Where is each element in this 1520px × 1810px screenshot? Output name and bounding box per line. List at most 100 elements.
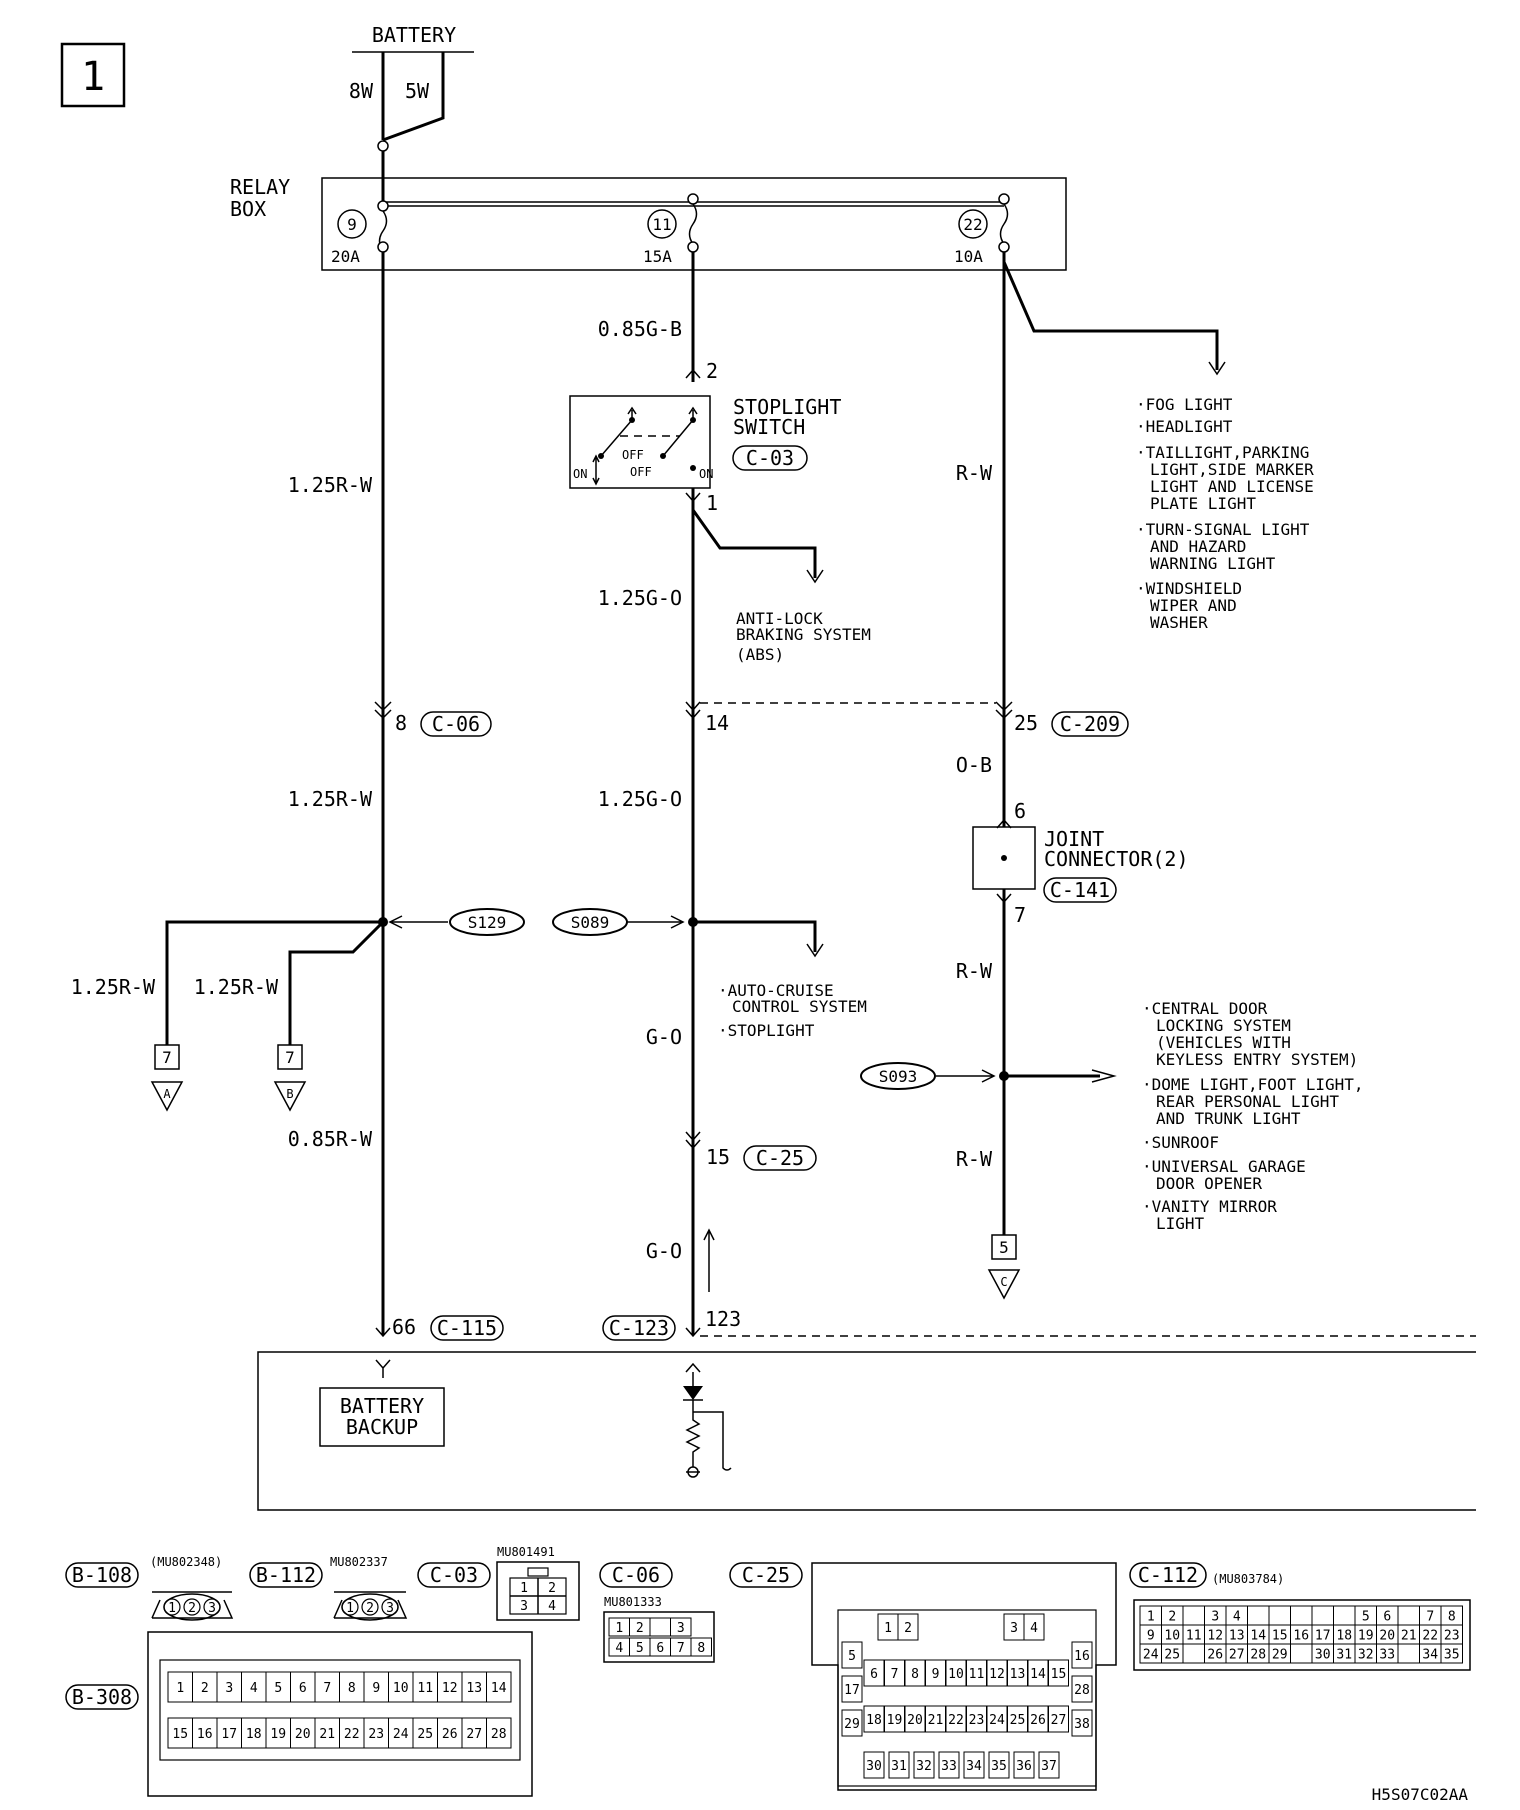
b308-pin-12: 12 [442,1681,458,1696]
conn-c06-name: C-06 [612,1563,660,1587]
c06-pin-3-cell [670,1617,692,1637]
fuse-11-number: 11 [652,215,671,234]
ground-b-letter: B [286,1087,293,1101]
load-taillight-2: LIGHT,SIDE MARKER [1150,460,1314,479]
c112-pin-20: 20 [1379,1629,1395,1644]
c112-pin-32: 32 [1358,1648,1374,1663]
load-wiper-1: ·WINDSHIELD [1136,579,1242,598]
c25-pin-3: 3 [1010,1621,1018,1636]
wire-mid-top: 0.85G-B [598,317,682,341]
c25-pin-1: 1 [884,1621,892,1636]
conn-c03-pin2: 2 [548,1581,556,1596]
c25-pin-5-cell [841,1641,863,1669]
conn-b112-pin3: 3 [386,1601,394,1616]
conn-b112-part: MU802337 [330,1555,388,1569]
jc-pin-out: 7 [1014,903,1026,927]
wire-mid-upper: 1.25G-O [598,586,682,610]
c06-pin-blank-cell [649,1617,671,1637]
c112-pin-4: 4 [1233,1610,1241,1625]
wire-mid-mid: 1.25G-O [598,787,682,811]
c06-pin-2: 2 [636,1621,644,1636]
c112-pin-26: 26 [1207,1648,1223,1663]
c25-pin-11: 11 [969,1667,985,1682]
c112-pin-23: 23 [1444,1629,1460,1644]
c25-pin-31: 31 [891,1759,907,1774]
b308-pin-23: 23 [368,1727,384,1742]
load-wiper-2: WIPER AND [1150,596,1237,615]
c112-pin-11: 11 [1186,1629,1202,1644]
c112-pin-12: 12 [1207,1629,1223,1644]
fuse-22-rating: 10A [954,247,983,266]
c112-pin-blank-cell [1333,1605,1356,1626]
c06-pin-8: 8 [697,1641,705,1656]
c25-pin-25: 25 [1010,1713,1026,1728]
conn-b108-pin2: 2 [188,1601,196,1616]
c112-pin-25: 25 [1164,1648,1180,1663]
wire-branch-b: 1.25R-W [194,975,279,999]
body-load-3: ·SUNROOF [1142,1133,1219,1152]
switch-name-2: SWITCH [733,415,805,439]
c209-pin: 25 [1014,711,1038,735]
b308-pin-21: 21 [319,1727,335,1742]
b308-pin-9: 9 [372,1681,380,1696]
c112-pin-24: 24 [1143,1648,1159,1663]
b308-pin-16: 16 [197,1727,213,1742]
conn-c03-pin1: 1 [520,1581,528,1596]
b308-pin-3: 3 [225,1681,233,1696]
figure-code: H5S07C02AA [1372,1785,1469,1804]
c115-pin: 66 [392,1315,416,1339]
fuse-9-rating: 20A [331,247,360,266]
c112-pin-blank-cell [1311,1605,1334,1626]
c112-pin-blank-cell [1182,1643,1205,1664]
wire-right-lower: R-W [956,1147,993,1171]
c25-pin-7: 7 [891,1667,899,1682]
cruise-load-2: CONTROL SYSTEM [732,997,867,1016]
wire-branch-a: 1.25R-W [71,975,156,999]
load-turn-2: AND HAZARD [1150,537,1246,556]
c112-pin-5: 5 [1362,1610,1370,1625]
body-load-1b: LOCKING SYSTEM [1156,1016,1291,1035]
c209-connector: C-209 [1060,712,1120,736]
c25-pin-30: 30 [866,1759,882,1774]
battery-wire-8w: 8W [349,79,374,103]
c25-pin-2: 2 [904,1621,912,1636]
c25-pin-22: 22 [948,1713,964,1728]
jc-name-1: JOINT [1044,827,1104,851]
battery-backup-2: BACKUP [346,1415,418,1439]
body-load-list: ·CENTRAL DOOR LOCKING SYSTEM (VEHICLES W… [1142,999,1364,1233]
c112-pin-blank-cell [1247,1605,1270,1626]
jc-name-2: CONNECTOR(2) [1044,847,1189,871]
wire-right-jc: O-B [956,753,992,777]
c25-pin-34: 34 [966,1759,982,1774]
c25-pin-23: 23 [969,1713,985,1728]
c06-connector: C-06 [432,712,480,736]
c25-pin-33-cell [938,1751,960,1779]
switch-on-right: ON [699,467,713,481]
conn-c25-name: C-25 [742,1563,790,1587]
ground-c-pin: 5 [999,1238,1009,1257]
body-load-2c: AND TRUNK LIGHT [1156,1109,1301,1128]
conn-c03-pin4: 4 [548,1599,556,1614]
c06-pin-3: 3 [677,1621,685,1636]
b308-pin-13: 13 [466,1681,482,1696]
conn-c03-name: C-03 [430,1563,478,1587]
load-taillight-4: PLATE LIGHT [1150,494,1256,513]
jc-connector: C-141 [1050,878,1110,902]
b308-pin-19: 19 [270,1727,286,1742]
body-load-4a: ·UNIVERSAL GARAGE [1142,1157,1306,1176]
conn-b308-name: B-308 [72,1685,132,1709]
load-turn-1: ·TURN-SIGNAL LIGHT [1136,520,1310,539]
b308-pin-7: 7 [323,1681,331,1696]
wire-left-lower: 0.85R-W [288,1127,373,1151]
c112-pin-35-cell [1440,1643,1463,1664]
c25-pin-27-cell [1048,1705,1069,1733]
b308-pin-2: 2 [201,1681,209,1696]
c25-pin-12: 12 [989,1667,1005,1682]
body-load-2b: REAR PERSONAL LIGHT [1156,1092,1339,1111]
fuse-11-rating: 15A [643,247,672,266]
switch-on-left: ON [573,467,587,481]
b308-pin-24: 24 [393,1727,409,1742]
